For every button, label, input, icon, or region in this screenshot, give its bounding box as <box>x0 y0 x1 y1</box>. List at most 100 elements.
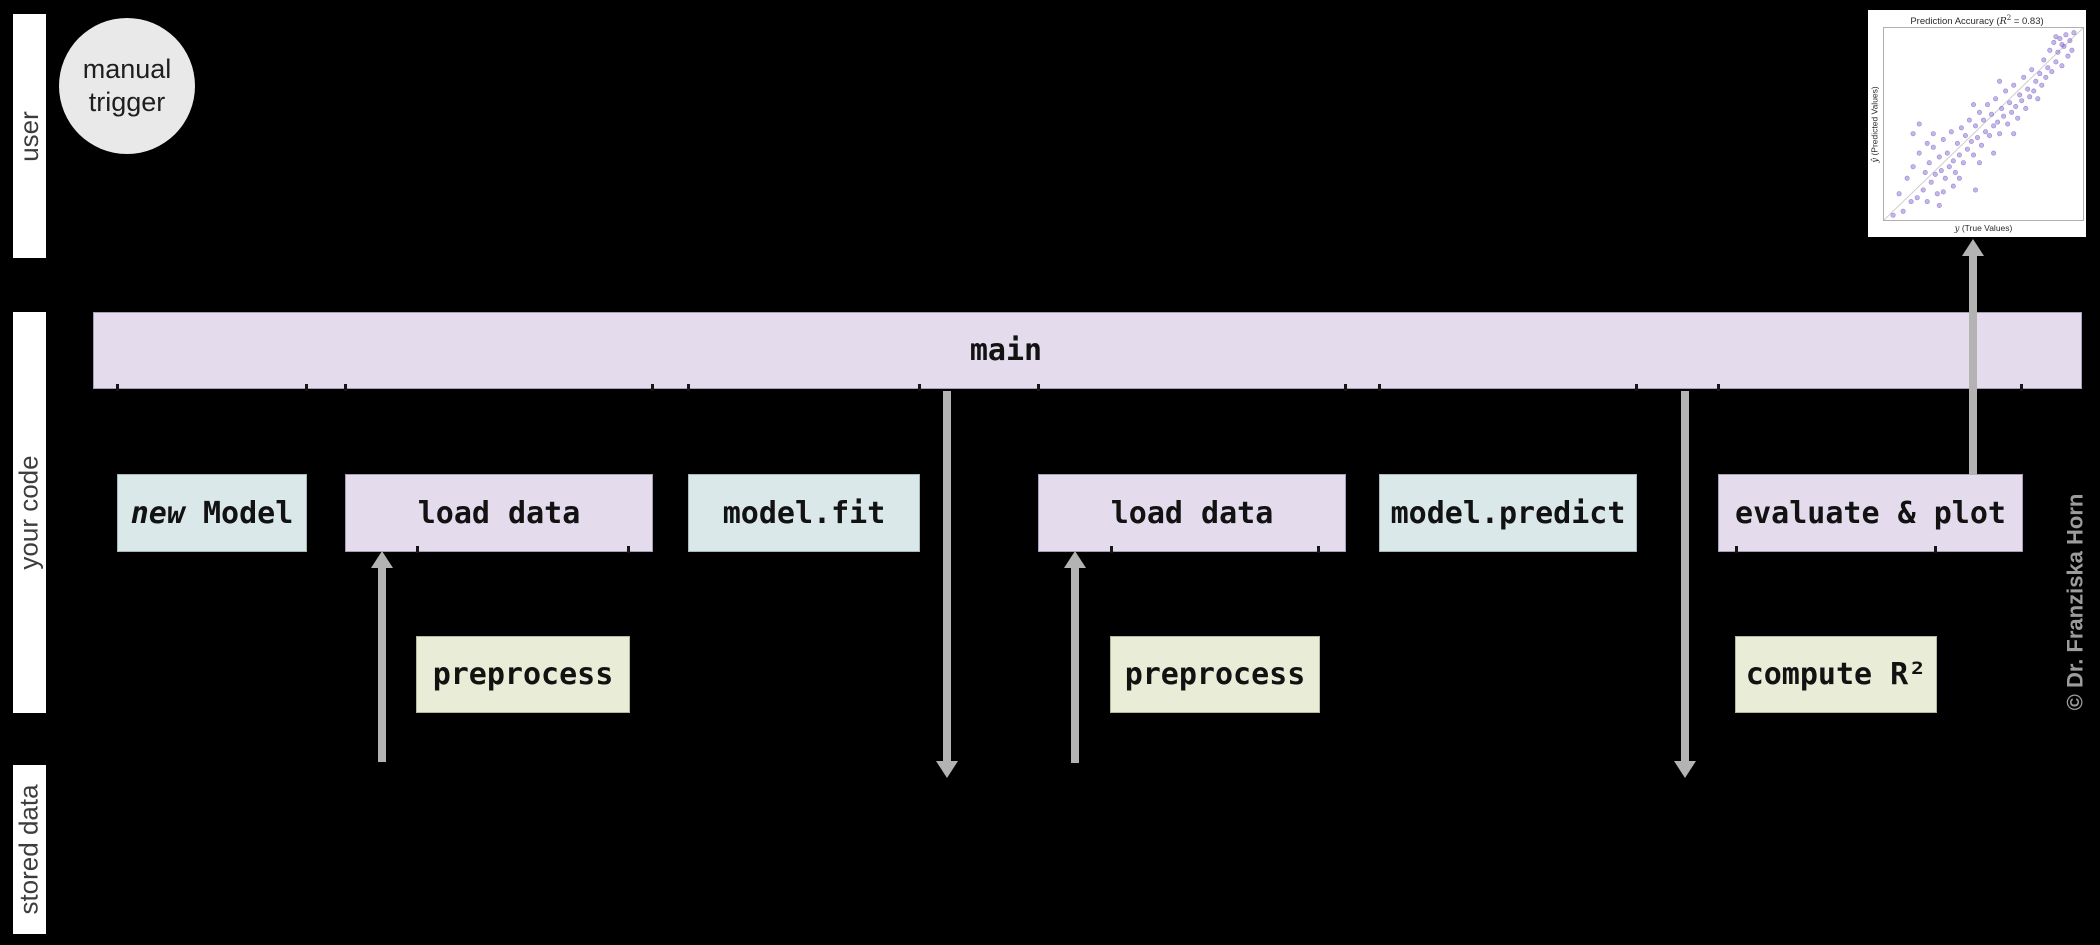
arrow-shaft <box>378 566 386 762</box>
box-model-predict-label: model.predict <box>1390 495 1626 531</box>
scatter-point <box>1930 144 1936 150</box>
scatter-point <box>1928 179 1934 185</box>
scatter-point <box>1916 150 1922 156</box>
scatter-point <box>1910 164 1916 170</box>
scatter-point <box>1971 152 1977 158</box>
scatter-point <box>1991 150 1997 156</box>
scatter-point <box>1985 102 1991 108</box>
scatter-point <box>1968 139 1974 145</box>
scatter-point <box>2043 74 2049 80</box>
scatter-point <box>2065 53 2071 59</box>
box-evaluate-plot-label: evaluate & plot <box>1735 495 2006 531</box>
scatter-point <box>2059 63 2065 69</box>
manual-trigger-line2: trigger <box>88 87 166 117</box>
arrow-up-head-icon <box>1064 551 1086 568</box>
scatter-point <box>2059 42 2065 48</box>
connector-tick <box>918 384 921 391</box>
scatter-point <box>1926 160 1932 166</box>
connector-tick <box>1735 546 1738 553</box>
scatter-point <box>2007 100 2013 106</box>
scatter-point <box>1971 102 1977 108</box>
scatter-point <box>1900 208 1906 214</box>
scatter-point <box>1934 191 1940 197</box>
scatter-point <box>1932 171 1938 177</box>
lane-your-code-label: your code <box>14 455 44 570</box>
scatter-point <box>1946 164 1952 170</box>
scatter-point <box>2053 59 2059 65</box>
scatter-point <box>1956 175 1962 181</box>
lane-user: user <box>13 14 46 258</box>
scatter-point <box>1936 154 1942 160</box>
box-evaluate-plot: evaluate & plot <box>1718 474 2023 552</box>
scatter-point <box>1973 187 1979 193</box>
scatter-point <box>1920 187 1926 193</box>
scatter-point <box>1956 152 1962 158</box>
box-preprocess-1: preprocess <box>416 636 630 713</box>
plot-frame <box>1883 27 2084 221</box>
scatter-point <box>1997 78 2003 84</box>
connector-tick <box>305 384 308 391</box>
connector-tick <box>1635 384 1638 391</box>
scatter-point <box>1916 121 1922 127</box>
scatter-point <box>2051 40 2057 46</box>
connector-tick <box>651 384 654 391</box>
plot-xlabel-rest: (True Values) <box>1959 223 2013 233</box>
scatter-point <box>1944 150 1950 156</box>
scatter-plot-svg <box>1883 27 2084 221</box>
scatter-point <box>1989 111 1995 117</box>
scatter-point <box>1979 142 1985 148</box>
box-load-data-1-label: load data <box>417 495 581 531</box>
scatter-point <box>1977 109 1983 115</box>
scatter-point <box>2053 34 2059 40</box>
scatter-point <box>1952 170 1958 176</box>
scatter-point <box>1962 133 1968 139</box>
scatter-point <box>1966 117 1972 123</box>
scatter-point <box>2041 57 2047 63</box>
scatter-point <box>1975 135 1981 141</box>
prediction-accuracy-plot: Prediction Accuracy (R2 = 0.83) y (True … <box>1868 10 2086 237</box>
arrow-down-head-icon <box>1674 761 1696 778</box>
connector-tick <box>344 384 347 391</box>
box-preprocess-2: preprocess <box>1110 636 1320 713</box>
arrow-shaft <box>943 391 951 762</box>
plot-title-post: = 0.83) <box>2011 16 2044 28</box>
scatter-point <box>2019 98 2025 104</box>
scatter-point <box>2025 86 2031 92</box>
arrow-shaft <box>1681 391 1689 762</box>
scatter-point <box>2003 88 2009 94</box>
plot-title-pre: Prediction Accuracy ( <box>1910 16 2000 28</box>
scatter-point <box>1914 195 1920 201</box>
scatter-point <box>1950 158 1956 164</box>
identity-line <box>1883 27 2084 221</box>
box-new-model-rest: Model <box>184 495 294 531</box>
scatter-point <box>1890 212 1896 218</box>
box-preprocess-1-label: preprocess <box>432 657 614 692</box>
scatter-point <box>1960 160 1966 166</box>
scatter-point <box>1999 106 2005 112</box>
scatter-point <box>2035 96 2041 102</box>
plot-ylabel-rest: (Predicted Values) <box>1870 85 1880 158</box>
box-load-data-2-label: load data <box>1110 495 1274 531</box>
box-compute-r2: compute R² <box>1735 636 1937 713</box>
scatter-point <box>2001 113 2007 119</box>
scatter-point <box>1958 125 1964 131</box>
scatter-point <box>1987 133 1993 139</box>
connector-tick <box>687 384 690 391</box>
connector-tick <box>1037 384 1040 391</box>
scatter-point <box>1954 140 1960 146</box>
scatter-point <box>1964 146 1970 152</box>
connector-tick <box>1344 384 1347 391</box>
scatter-point <box>2047 47 2053 53</box>
box-model-predict: model.predict <box>1379 474 1637 552</box>
scatter-point <box>2033 78 2039 84</box>
main-function-bar: main <box>93 312 2082 389</box>
box-model-fit: model.fit <box>688 474 920 552</box>
scatter-point <box>1997 131 2003 137</box>
scatter-point <box>1950 183 1956 189</box>
scatter-point <box>2031 88 2037 94</box>
connector-tick <box>416 546 419 553</box>
plot-ylabel: ŷ (Predicted Values) <box>1868 27 1883 221</box>
scatter-point <box>1910 131 1916 137</box>
scatter-point <box>1983 129 1989 135</box>
